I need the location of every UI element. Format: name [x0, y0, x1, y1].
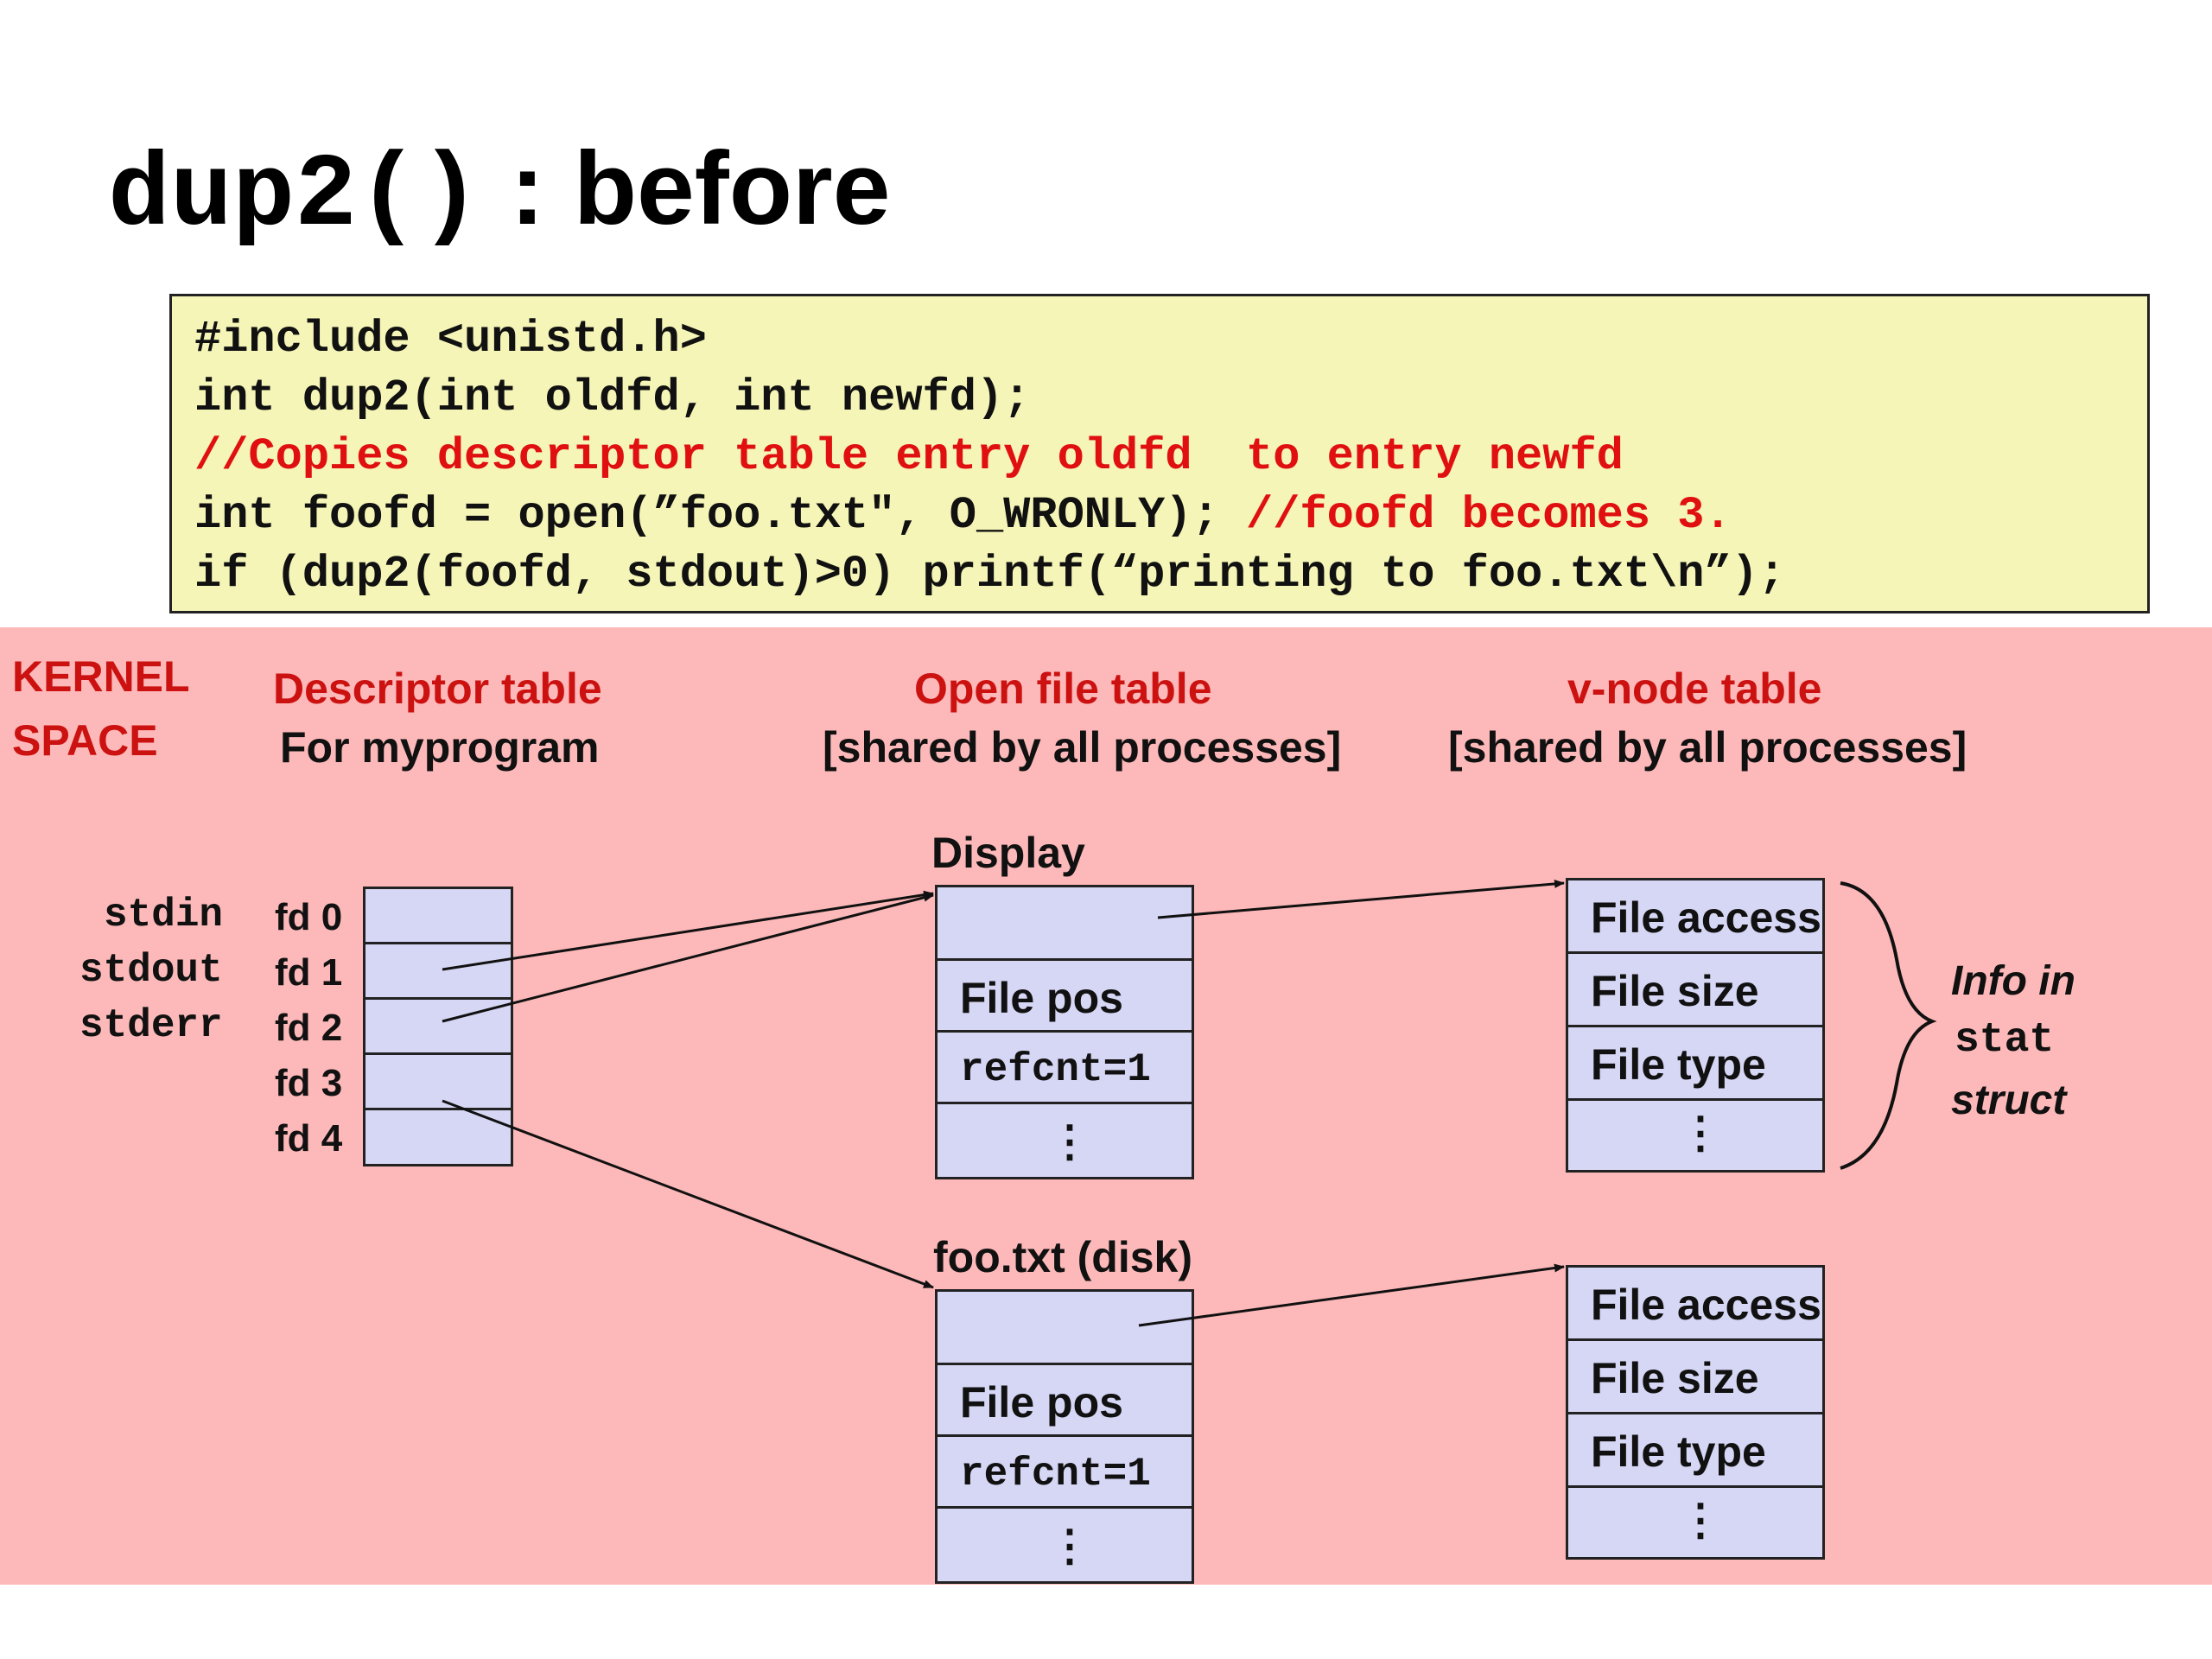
vnode-table-subtitle: [shared by all processes]	[1448, 723, 1967, 772]
open-file-display-pos: File pos	[935, 958, 1194, 1033]
code-line-5: if (dup2(foofd, stdout)>0) printf(“print…	[194, 549, 1786, 600]
arrow-display-to-vnode1	[1157, 879, 1565, 919]
vnode1-file-size: File size	[1566, 951, 1825, 1027]
fd-label-2: fd 2	[275, 1007, 343, 1049]
vnode1-more-dots: ⋮	[1679, 1109, 1722, 1157]
open-file-table-subtitle: [shared by all processes]	[823, 723, 1342, 772]
fd-label-0: fd 0	[275, 896, 343, 938]
stat-note-line3: struct	[1951, 1077, 2067, 1123]
stream-label-stdin: stdin	[104, 893, 224, 938]
title-function: dup2()	[108, 138, 482, 256]
curly-brace-icon	[1840, 881, 1937, 1170]
open-file-display-label: Display	[931, 829, 1085, 877]
slide-title: dup2() : before	[108, 137, 890, 249]
title-suffix: : before	[481, 130, 891, 246]
open-file-foo-pos: File pos	[935, 1363, 1194, 1437]
open-file-display-more-dots: ⋮	[1048, 1117, 1091, 1166]
vnode2-more: ⋮	[1566, 1485, 1825, 1560]
stream-label-stdout: stdout	[79, 948, 223, 993]
vnode1-more: ⋮	[1566, 1098, 1825, 1173]
open-file-foo-more: ⋮	[935, 1506, 1194, 1584]
open-file-display-refcnt-text: refcnt=1	[960, 1047, 1151, 1092]
arrow-fd2-to-display	[442, 893, 934, 1023]
open-file-foo-pos-text: File pos	[960, 1378, 1123, 1427]
code-line-2: int dup2(int oldfd, int newfd);	[194, 372, 1031, 423]
vnode1-file-access-text: File access	[1591, 893, 1821, 942]
open-file-table-title: Open file table	[914, 664, 1212, 713]
arrow-fd3-to-foo	[442, 1099, 934, 1289]
fd-label-3: fd 3	[275, 1062, 343, 1104]
fd-label-1: fd 1	[275, 951, 343, 994]
open-file-foo-refcnt: refcnt=1	[935, 1434, 1194, 1509]
arrow-fd1-to-display	[442, 890, 934, 971]
open-file-display-more: ⋮	[935, 1102, 1194, 1179]
code-line-4-comment: //foofd becomes 3.	[1246, 490, 1732, 541]
open-file-display-pos-text: File pos	[960, 974, 1123, 1022]
kernel-label-line2: SPACE	[12, 716, 158, 765]
stat-note-line1: Info in	[1951, 958, 2075, 1004]
code-line-4-code: int foofd = open(”foo.txt", O_WRONLY);	[194, 490, 1246, 541]
vnode2-file-size-text: File size	[1591, 1354, 1759, 1402]
vnode2-file-type: File type	[1566, 1412, 1825, 1488]
vnode2-more-dots: ⋮	[1679, 1496, 1722, 1544]
code-line-3: //Copies descriptor table entry oldfd to…	[194, 431, 1624, 482]
vnode-table-title: v-node table	[1567, 664, 1822, 713]
fd-label-4: fd 4	[275, 1117, 343, 1160]
open-file-foo-label: foo.txt (disk)	[933, 1233, 1192, 1281]
vnode2-file-type-text: File type	[1591, 1427, 1766, 1476]
open-file-display-refcnt: refcnt=1	[935, 1030, 1194, 1104]
code-box: #include <unistd.h> int dup2(int oldfd, …	[169, 294, 2150, 613]
vnode2-file-access-text: File access	[1591, 1281, 1821, 1329]
stream-label-stderr: stderr	[79, 1003, 223, 1048]
vnode1-file-type-text: File type	[1591, 1040, 1766, 1089]
vnode2-file-access: File access	[1566, 1265, 1825, 1341]
arrow-foo-to-vnode2	[1138, 1263, 1565, 1327]
code-line-1: #include <unistd.h>	[194, 314, 707, 365]
stat-note-line2: stat	[1955, 1017, 2055, 1064]
descriptor-cell-fd0	[363, 887, 513, 945]
open-file-display-vnode-ptr	[935, 885, 1194, 961]
vnode1-file-type: File type	[1566, 1025, 1825, 1101]
descriptor-table-subtitle: For myprogram	[280, 723, 600, 772]
kernel-label-line1: KERNEL	[12, 652, 190, 701]
open-file-foo-more-dots: ⋮	[1048, 1522, 1091, 1570]
vnode1-file-size-text: File size	[1591, 967, 1759, 1015]
descriptor-table-title: Descriptor table	[273, 664, 602, 713]
open-file-foo-refcnt-text: refcnt=1	[960, 1452, 1151, 1497]
code-line-4: int foofd = open(”foo.txt", O_WRONLY); /…	[194, 493, 1732, 538]
